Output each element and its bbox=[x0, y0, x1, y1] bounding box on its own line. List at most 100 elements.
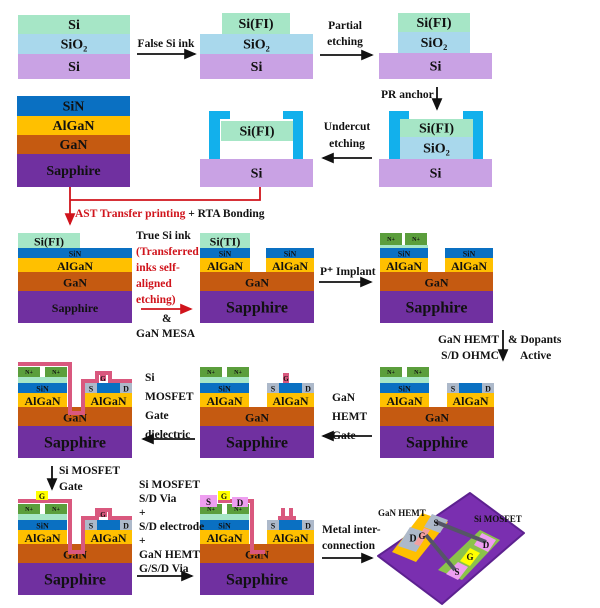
grey-layer bbox=[120, 520, 132, 530]
grey-layer bbox=[120, 383, 132, 393]
step-dopants-active: Active bbox=[520, 350, 551, 362]
n_plus-layer bbox=[380, 233, 402, 245]
mosfet-source-label: S bbox=[454, 567, 459, 577]
step-undercut-etching: etching bbox=[329, 138, 365, 150]
sin-label: SiN bbox=[36, 385, 49, 394]
algan-label: AlGaN bbox=[451, 259, 487, 273]
si-fi-label: Si(FI) bbox=[419, 122, 454, 137]
mosfet-gate-layer bbox=[218, 491, 230, 500]
algan-label: AlGaN bbox=[273, 394, 309, 408]
hemt-gate-via bbox=[278, 508, 296, 520]
sin-label: SiN bbox=[69, 250, 82, 259]
step-hemt-gate: Gate bbox=[332, 430, 356, 442]
step-via-electrode: G/S/D Via bbox=[139, 563, 189, 575]
sapphire-layer bbox=[18, 563, 132, 595]
g-label: G bbox=[39, 492, 45, 501]
g-label: G bbox=[100, 375, 106, 383]
sin-layer bbox=[279, 520, 302, 530]
step-undercut-etching: Undercut bbox=[324, 121, 371, 133]
sin-label: SiN bbox=[398, 385, 411, 394]
step-ampersand: & bbox=[162, 313, 172, 325]
pr-anchor-layer bbox=[473, 111, 483, 159]
n_plus-layer bbox=[200, 504, 222, 514]
step-gate-dielectric: dielectric bbox=[145, 429, 190, 441]
n_plus-layer bbox=[227, 367, 249, 377]
sio2-layer bbox=[200, 34, 313, 54]
step-hemt-ohmc: S/D OHMC bbox=[441, 350, 499, 362]
d-label: D bbox=[305, 385, 311, 394]
si-label: Si bbox=[251, 60, 263, 75]
si-fi-label: Si(FI) bbox=[240, 125, 275, 140]
s-label: S bbox=[206, 497, 211, 507]
gan-label: GaN bbox=[245, 548, 269, 562]
d-label: D bbox=[123, 385, 129, 394]
algan-layer bbox=[18, 530, 67, 544]
si-label: Si bbox=[68, 60, 80, 75]
sapphire-label: Sapphire bbox=[44, 435, 106, 452]
step-via-electrode: Si MOSFET bbox=[139, 479, 200, 491]
hemt-gate-layer bbox=[283, 373, 289, 383]
sin-layer bbox=[18, 248, 132, 258]
si_top-layer bbox=[380, 377, 429, 383]
d-label: D bbox=[305, 522, 311, 531]
grey-layer bbox=[267, 383, 279, 393]
g-label: G bbox=[283, 375, 289, 383]
n_plus-layer bbox=[45, 367, 67, 377]
pr-anchor-layer bbox=[209, 111, 220, 159]
algan-layer bbox=[18, 258, 132, 272]
step-pr-anchor: PR anchor bbox=[381, 89, 434, 101]
mosfet-drain-layer bbox=[232, 497, 248, 507]
si-mosfet-label: Si MOSFET bbox=[474, 514, 522, 524]
g-label: G bbox=[100, 511, 106, 519]
step-mosfet-gate: Gate bbox=[59, 481, 83, 493]
algan-label: AlGaN bbox=[57, 259, 93, 273]
rta-bonding-label: + RTA Bonding bbox=[185, 208, 264, 220]
step-via-electrode: GaN HEMT bbox=[139, 549, 200, 561]
gan-layer bbox=[18, 407, 132, 426]
sin-layer bbox=[200, 248, 250, 258]
sio2-label: SiO₂ bbox=[243, 38, 270, 53]
si_sub-layer bbox=[379, 53, 492, 79]
hemt-drain bbox=[398, 527, 428, 552]
sapphire-layer bbox=[380, 426, 494, 458]
s-label: S bbox=[451, 385, 456, 394]
grey-layer bbox=[302, 520, 314, 530]
si_top-layer bbox=[380, 245, 428, 248]
si_top-layer bbox=[18, 514, 67, 520]
step-via-electrode: + bbox=[139, 535, 146, 547]
n_plus-layer bbox=[405, 233, 427, 245]
n-plus-label: N+ bbox=[412, 237, 420, 243]
algan-layer bbox=[380, 393, 429, 407]
ast-transfer-label: AST Transfer printing bbox=[75, 208, 186, 220]
n-plus-label: N+ bbox=[25, 370, 33, 376]
sin-layer bbox=[200, 383, 249, 393]
sapphire-layer bbox=[18, 291, 132, 323]
si_top-layer bbox=[400, 119, 473, 137]
sapphire-layer bbox=[380, 291, 493, 323]
gate-dielectric bbox=[18, 499, 132, 554]
mosfet-source bbox=[446, 562, 468, 580]
step-transferred-note: inks self- bbox=[136, 262, 180, 274]
sin-layer bbox=[18, 383, 67, 393]
sin-label: SiN bbox=[284, 250, 297, 259]
mosfet-drain-label: D bbox=[483, 540, 490, 550]
algan-layer bbox=[200, 393, 249, 407]
mosfet-source-layer bbox=[200, 495, 217, 507]
n_plus-layer bbox=[407, 367, 429, 377]
step-partial-etching: etching bbox=[327, 36, 363, 48]
si_sub-layer bbox=[200, 159, 313, 187]
step-transferred-note: etching) bbox=[136, 294, 176, 306]
hemt-gate-label: G bbox=[418, 531, 425, 541]
interconnect-wire bbox=[435, 520, 487, 544]
gate-dielectric bbox=[18, 362, 132, 415]
algan-layer bbox=[17, 116, 130, 135]
d-label: D bbox=[485, 385, 491, 394]
sio2-layer bbox=[398, 32, 470, 53]
step-mosfet-gate: Si MOSFET bbox=[59, 465, 120, 477]
step-hemt-ohmc: GaN HEMT bbox=[438, 334, 499, 346]
algan-layer bbox=[267, 393, 314, 407]
sin-layer bbox=[380, 383, 429, 393]
gan-layer bbox=[200, 272, 314, 291]
n-plus-label: N+ bbox=[52, 507, 60, 513]
